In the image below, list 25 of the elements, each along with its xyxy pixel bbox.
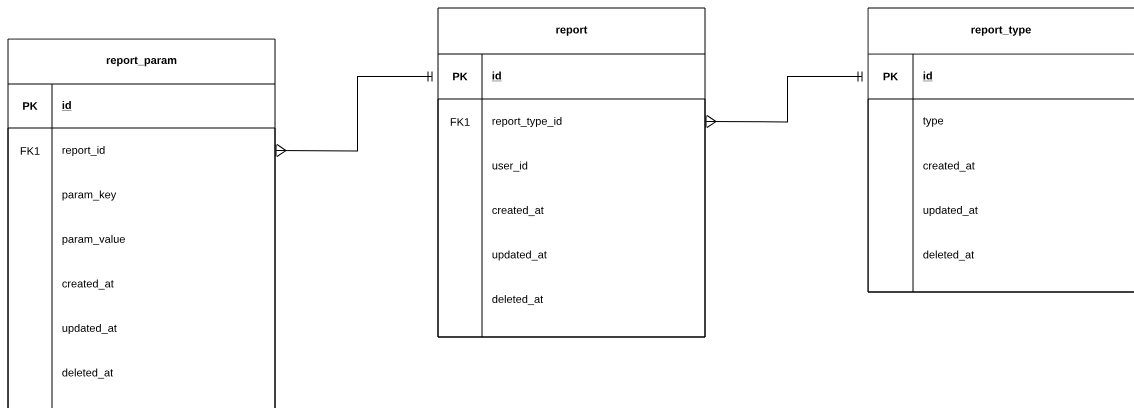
field-name: updated_at [923,205,978,217]
field-name: id [61,100,72,111]
field-name: deleted_at [62,368,114,379]
field-name: report_id [62,145,105,157]
field-name: created_at [923,161,975,172]
field-name: user_id [492,161,528,172]
key-label: FK1 [450,118,470,126]
field-name: report_type_id [492,116,562,128]
field-name: id [922,71,933,82]
field-name: updated_at [492,250,547,261]
field-name: created_at [62,279,114,290]
field-name: deleted_at [923,250,975,261]
field-name: created_at [492,205,544,217]
key-label: PK [883,72,899,81]
field-name: type [923,117,944,127]
field-name: param_value [62,234,125,246]
field-name: param_key [62,190,117,201]
relationship-line [705,71,863,128]
key-label: PK [23,102,38,110]
relationship-line [275,71,433,157]
field-name: updated_at [62,323,117,335]
field-name: id [491,71,502,82]
field-name: deleted_at [492,294,544,306]
key-label: FK1 [20,147,40,155]
key-label: PK [453,72,468,81]
